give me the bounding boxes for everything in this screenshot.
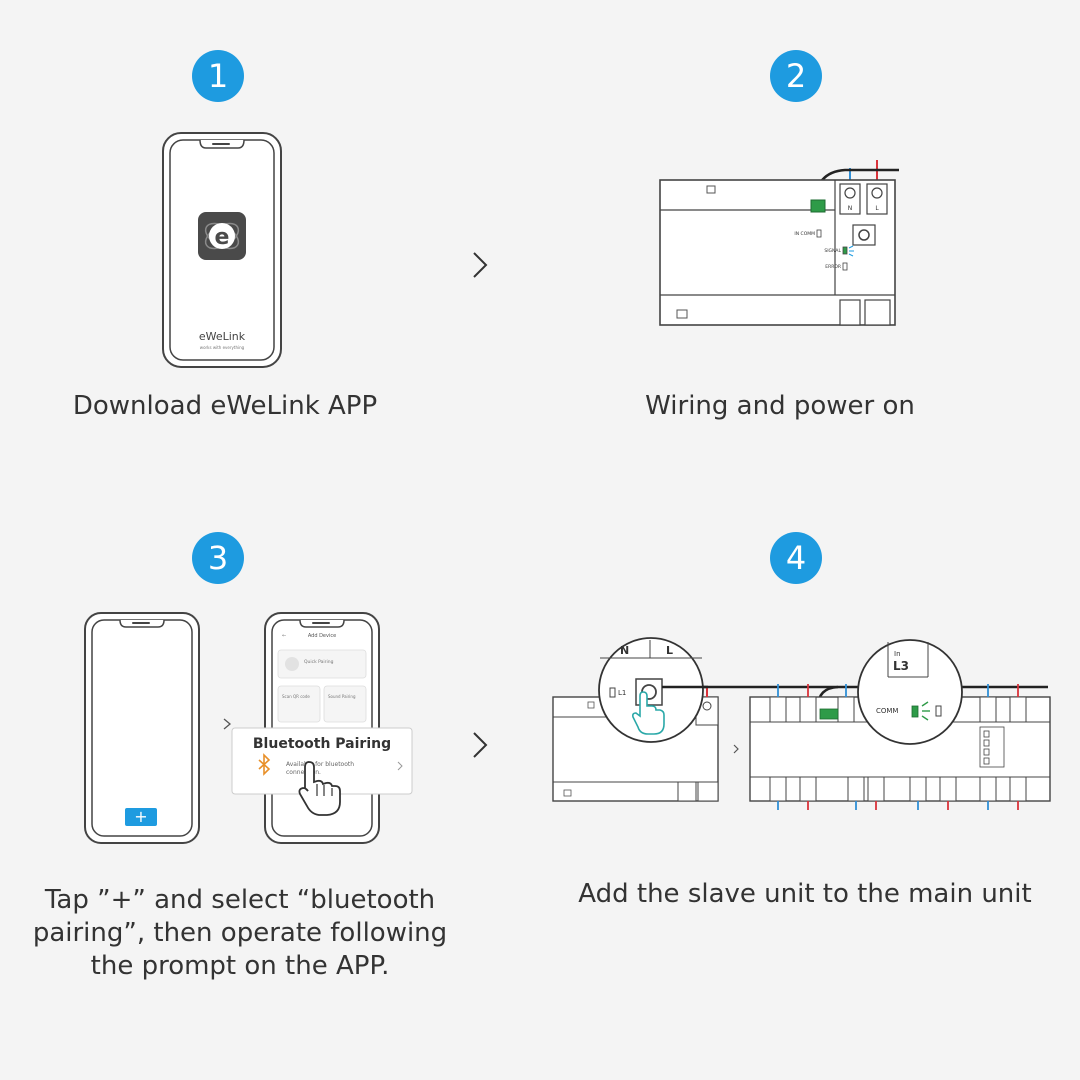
zoom1-n-label: N (620, 644, 629, 657)
zoom1-l1-label: L1 (618, 689, 626, 697)
phone-plus-illustration: + (84, 612, 200, 844)
step-3-caption-line: Tap ”+” and select “bluetooth (44, 885, 436, 915)
app-tagline-label: works with everything (200, 345, 245, 350)
hand-pointer-icon (298, 761, 341, 816)
indicator-error-label: ERROR (825, 264, 841, 270)
chevron-right-icon (223, 718, 232, 730)
sound-pairing-label: Sound Pairing (328, 694, 356, 699)
bluetooth-icon (258, 753, 271, 776)
step-2-caption: Wiring and power on (645, 391, 915, 421)
step-4-badge: 4 (770, 532, 822, 584)
zoom2-l3-label: L3 (893, 659, 909, 673)
zoom2-comm-label: COMM (876, 707, 898, 715)
ewelink-logo-icon: e (198, 212, 246, 260)
slave-main-unit-illustration: N L L1 In L3 COMM (552, 637, 1051, 810)
step-4-caption: Add the slave unit to the main unit (578, 879, 1032, 909)
step-3-caption: Tap ”+” and select “bluetooth pairing”, … (20, 884, 460, 983)
terminal-n-label: N (848, 205, 853, 212)
bluetooth-pairing-card: Bluetooth Pairing Available for bluetoot… (231, 727, 413, 795)
indicator-comm-label: IN COMM (794, 231, 815, 237)
app-name-label: eWeLink (199, 330, 246, 343)
svg-text:←: ← (282, 633, 286, 639)
bluetooth-desc-line2: connection. (286, 769, 321, 776)
step-1-badge: 1 (192, 50, 244, 102)
scan-qr-label: Scan QR code (282, 694, 310, 699)
zoom1-l-label: L (666, 644, 673, 657)
add-device-title: Add Device (308, 633, 336, 639)
zoom2-in-label: In (894, 650, 901, 658)
terminal-l-label: L (875, 205, 879, 212)
indicator-signal-label: SIGNAL (824, 248, 841, 254)
comm-connector-icon (810, 199, 826, 213)
step-3-caption-line: the prompt on the APP. (90, 951, 390, 981)
bluetooth-pairing-title: Bluetooth Pairing (253, 736, 391, 752)
chevron-right-icon (473, 732, 488, 758)
step-3-badge: 3 (192, 532, 244, 584)
add-plus-button (125, 808, 157, 826)
step-1-caption: Download eWeLink APP (72, 391, 378, 421)
step-3-caption-line: pairing”, then operate following (32, 918, 448, 948)
svg-text:+: + (134, 807, 147, 826)
step-2-badge: 2 (770, 50, 822, 102)
chevron-right-icon (473, 252, 488, 278)
bluetooth-desc-line1: Available for bluetooth (286, 761, 354, 768)
device-wiring-illustration: N L IN COMM SIGNAL ERROR (659, 160, 899, 326)
quick-pairing-label: Quick Pairing (304, 659, 334, 665)
phone-app-illustration: e eWeLink works with everything (162, 132, 282, 368)
svg-text:e: e (215, 225, 230, 250)
